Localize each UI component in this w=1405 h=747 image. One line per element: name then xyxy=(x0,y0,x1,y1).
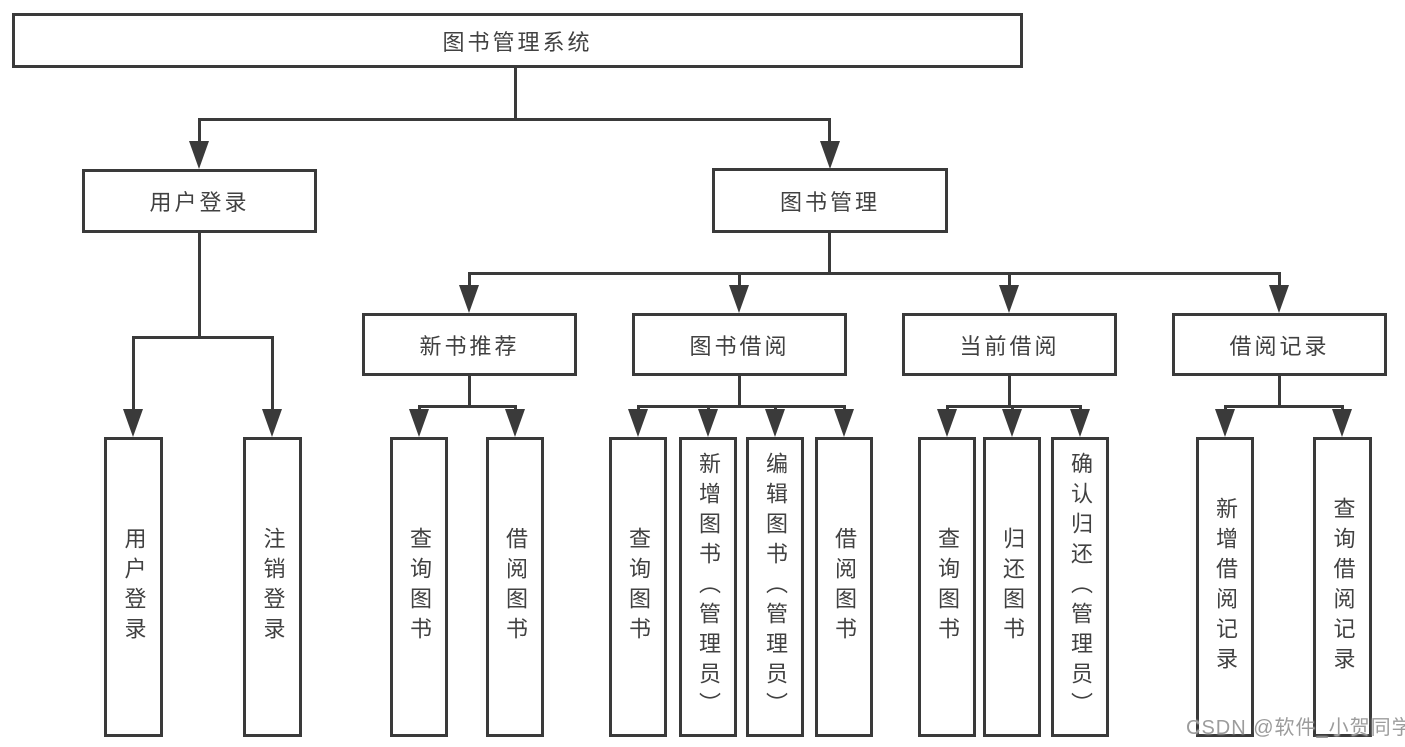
connector-vline xyxy=(738,375,741,407)
arrowhead-down xyxy=(1215,409,1235,437)
leaf-add-books-admin: 新增图书（管理员） xyxy=(679,437,737,737)
node-user-login: 用户登录 xyxy=(82,169,317,233)
connector-vline xyxy=(271,336,274,414)
connector-vline xyxy=(1278,272,1281,292)
leaf-logout: 注销登录 xyxy=(243,437,302,737)
arrowhead-down xyxy=(628,409,648,437)
leaf-confirm-return-admin: 确认归还（管理员） xyxy=(1051,437,1109,737)
connector-vline xyxy=(198,233,201,338)
node-new-book-recommend: 新书推荐 xyxy=(362,313,577,376)
node-new-book-recommend-label: 新书推荐 xyxy=(419,333,520,359)
connector-vline xyxy=(468,272,471,292)
arrowhead-down xyxy=(834,409,854,437)
arrowhead-down xyxy=(1002,409,1022,437)
node-borrow-records: 借阅记录 xyxy=(1172,313,1387,376)
arrowhead-down xyxy=(698,409,718,437)
connector-hline xyxy=(468,272,1281,275)
node-book-borrow: 图书借阅 xyxy=(632,313,847,376)
leaf-borrow-books-recommend: 借阅图书 xyxy=(486,437,544,737)
arrowhead-down xyxy=(937,409,957,437)
leaf-label: 新增图书（管理员） xyxy=(696,452,721,722)
node-book-management: 图书管理 xyxy=(712,168,948,233)
connector-vline xyxy=(738,272,741,292)
leaf-return-books: 归还图书 xyxy=(983,437,1041,737)
arrowhead-down xyxy=(459,285,479,313)
connector-hline xyxy=(418,405,516,408)
connector-vline xyxy=(828,233,831,274)
connector-vline xyxy=(1278,375,1281,407)
arrowhead-down xyxy=(409,409,429,437)
arrowhead-down xyxy=(505,409,525,437)
connector-vline xyxy=(132,336,135,414)
node-current-borrow-label: 当前借阅 xyxy=(959,333,1060,359)
leaf-add-borrow-record: 新增借阅记录 xyxy=(1196,437,1254,737)
connector-vline xyxy=(828,118,831,148)
leaf-label: 查询借阅记录 xyxy=(1330,497,1356,677)
leaf-query-books-recommend: 查询图书 xyxy=(390,437,448,737)
leaf-query-books: 查询图书 xyxy=(609,437,667,737)
arrowhead-down xyxy=(262,409,282,437)
node-root-label: 图书管理系统 xyxy=(442,29,593,55)
arrowhead-down xyxy=(820,141,840,169)
leaf-label: 确认归还（管理员） xyxy=(1068,452,1093,722)
connector-vline xyxy=(198,118,201,148)
leaf-edit-books-admin: 编辑图书（管理员） xyxy=(746,437,804,737)
leaf-user-login-label: 用户登录 xyxy=(121,527,147,647)
node-root: 图书管理系统 xyxy=(12,13,1023,68)
arrowhead-down xyxy=(765,409,785,437)
node-user-login-label: 用户登录 xyxy=(149,190,250,215)
node-current-borrow: 当前借阅 xyxy=(902,313,1117,376)
arrowhead-down xyxy=(729,285,749,313)
watermark: CSDN @软件_小贺同学 xyxy=(1186,717,1405,739)
arrowhead-down xyxy=(123,409,143,437)
leaf-logout-label: 注销登录 xyxy=(260,527,286,647)
node-book-management-label: 图书管理 xyxy=(779,189,880,215)
leaf-label: 借阅图书 xyxy=(503,527,528,647)
arrowhead-down xyxy=(189,141,209,169)
arrowhead-down xyxy=(1070,409,1090,437)
arrowhead-down xyxy=(999,285,1019,313)
connector-vline xyxy=(514,68,517,120)
connector-vline xyxy=(1008,272,1011,292)
leaf-borrow-books: 借阅图书 xyxy=(815,437,873,737)
arrowhead-down xyxy=(1269,285,1289,313)
connector-vline xyxy=(1008,375,1011,407)
connector-hline xyxy=(637,405,845,408)
leaf-label: 查询图书 xyxy=(935,527,960,647)
node-book-borrow-label: 图书借阅 xyxy=(689,333,790,359)
leaf-label: 借阅图书 xyxy=(832,527,857,647)
leaf-label: 编辑图书（管理员） xyxy=(763,452,788,722)
leaf-user-login: 用户登录 xyxy=(104,437,163,737)
node-borrow-records-label: 借阅记录 xyxy=(1229,333,1330,359)
leaf-query-books-current: 查询图书 xyxy=(918,437,976,737)
arrowhead-down xyxy=(1332,409,1352,437)
leaf-label: 查询图书 xyxy=(626,527,651,647)
leaf-label: 归还图书 xyxy=(1000,527,1025,647)
connector-hline xyxy=(198,118,831,121)
connector-hline xyxy=(1224,405,1343,408)
leaf-query-borrow-record: 查询借阅记录 xyxy=(1313,437,1372,737)
leaf-label: 新增借阅记录 xyxy=(1213,497,1238,677)
connector-hline xyxy=(132,336,274,339)
leaf-label: 查询图书 xyxy=(407,527,432,647)
connector-vline xyxy=(468,375,471,407)
